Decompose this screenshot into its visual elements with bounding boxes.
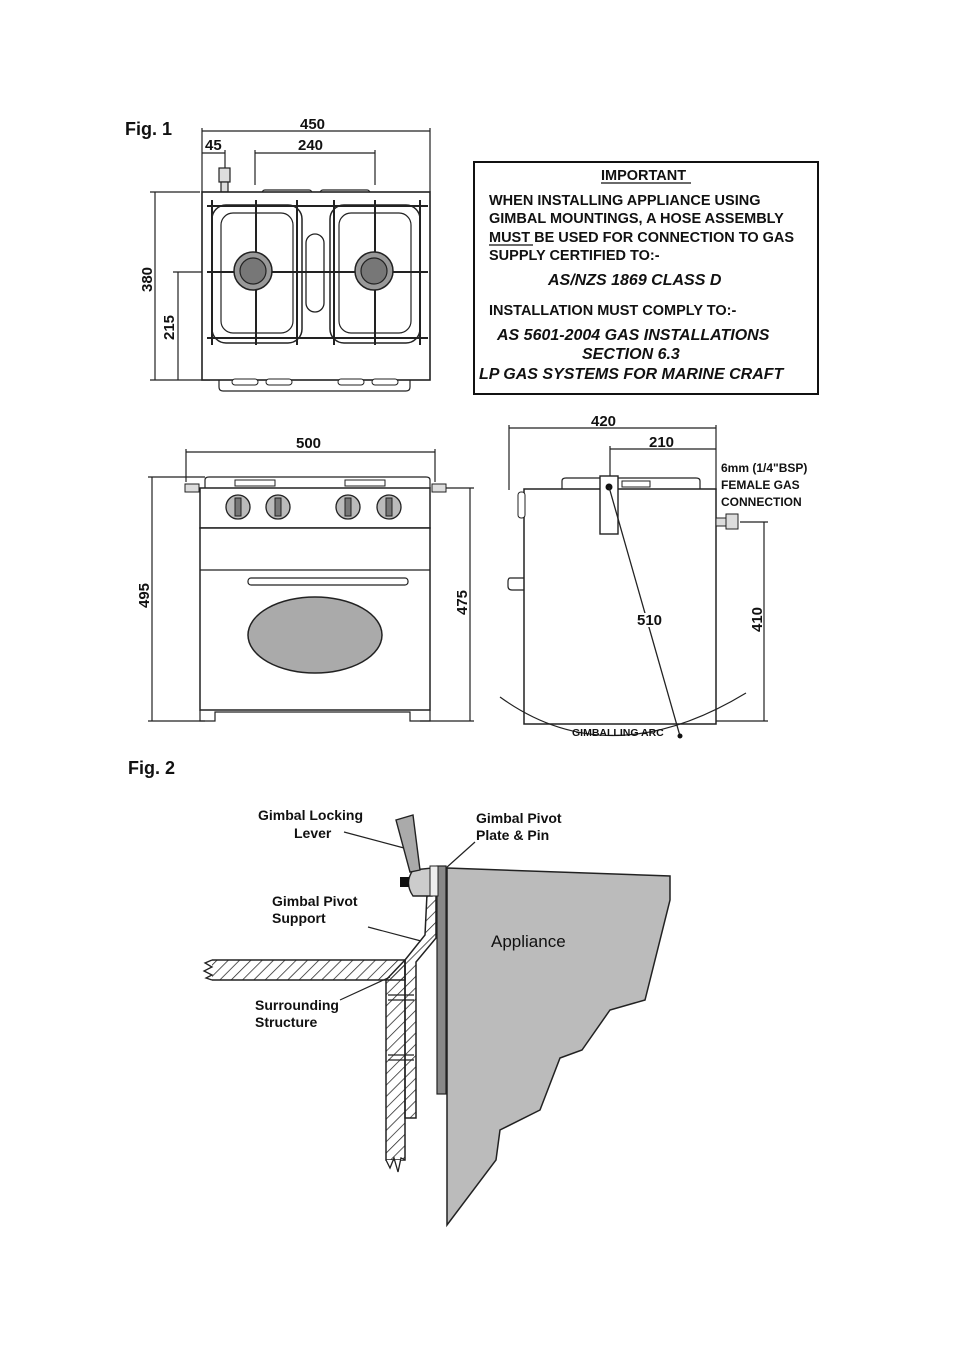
notice-line5: INSTALLATION MUST COMPLY TO:- xyxy=(489,303,736,319)
structure-label-2: Structure xyxy=(255,1014,317,1030)
connection-line3: CONNECTION xyxy=(721,495,802,509)
notice-must: MUST xyxy=(489,230,530,246)
fig2-title: Fig. 2 xyxy=(128,758,175,778)
structure-label-1: Surrounding xyxy=(255,997,339,1013)
dim-495: 495 xyxy=(136,583,153,608)
top-view: 450 45 240 380 215 xyxy=(139,116,431,392)
dim-410: 410 xyxy=(749,607,766,632)
appliance-label: Appliance xyxy=(491,932,566,951)
notice-line2: GIMBAL MOUNTINGS, A HOSE ASSEMBLY xyxy=(489,211,784,227)
plate-label-1: Gimbal Pivot xyxy=(476,810,562,826)
side-view: 420 210 510 GIMBALLING ARC 6mm (1/4"BSP)… xyxy=(499,413,807,739)
lever-label-1: Gimbal Locking xyxy=(258,807,363,823)
notice-line3: MUST BE USED FOR CONNECTION TO GAS xyxy=(489,230,794,246)
notice-std4: LP GAS SYSTEMS FOR MARINE CRAFT xyxy=(479,366,785,383)
notice-heading: IMPORTANT xyxy=(601,168,686,184)
dim-240: 240 xyxy=(298,137,323,154)
front-view: 500 495 475 xyxy=(136,435,474,722)
gimballing-arc-label: GIMBALLING ARC xyxy=(572,727,664,739)
connection-line2: FEMALE GAS xyxy=(721,478,800,492)
plate-label-2: Plate & Pin xyxy=(476,827,549,843)
support-label-1: Gimbal Pivot xyxy=(272,893,358,909)
notice-line4: SUPPLY CERTIFIED TO:- xyxy=(489,248,660,264)
dim-215: 215 xyxy=(161,315,178,340)
dim-380: 380 xyxy=(139,267,156,292)
dim-210: 210 xyxy=(649,434,674,451)
support-label-2: Support xyxy=(272,910,326,926)
fig1-title: Fig. 1 xyxy=(125,119,172,139)
dim-450: 450 xyxy=(300,116,325,133)
dim-510: 510 xyxy=(637,612,662,629)
dim-45: 45 xyxy=(205,137,222,154)
connection-line1: 6mm (1/4"BSP) xyxy=(721,461,807,475)
notice-line3-rest: BE USED FOR CONNECTION TO GAS xyxy=(530,230,794,246)
notice-std3: SECTION 6.3 xyxy=(582,346,680,363)
gimbal-detail: Appliance Gimbal Locking Lever Gimbal Pi… xyxy=(202,807,671,1228)
important-notice: IMPORTANT WHEN INSTALLING APPLIANCE USIN… xyxy=(473,161,819,395)
notice-std1: AS/NZS 1869 CLASS D xyxy=(547,272,722,289)
lever-label-2: Lever xyxy=(294,825,332,841)
dim-475: 475 xyxy=(454,590,471,615)
notice-line1: WHEN INSTALLING APPLIANCE USING xyxy=(489,193,760,209)
dim-420: 420 xyxy=(591,413,616,430)
notice-std2: AS 5601-2004 GAS INSTALLATIONS xyxy=(496,327,770,344)
dim-500: 500 xyxy=(296,435,321,452)
